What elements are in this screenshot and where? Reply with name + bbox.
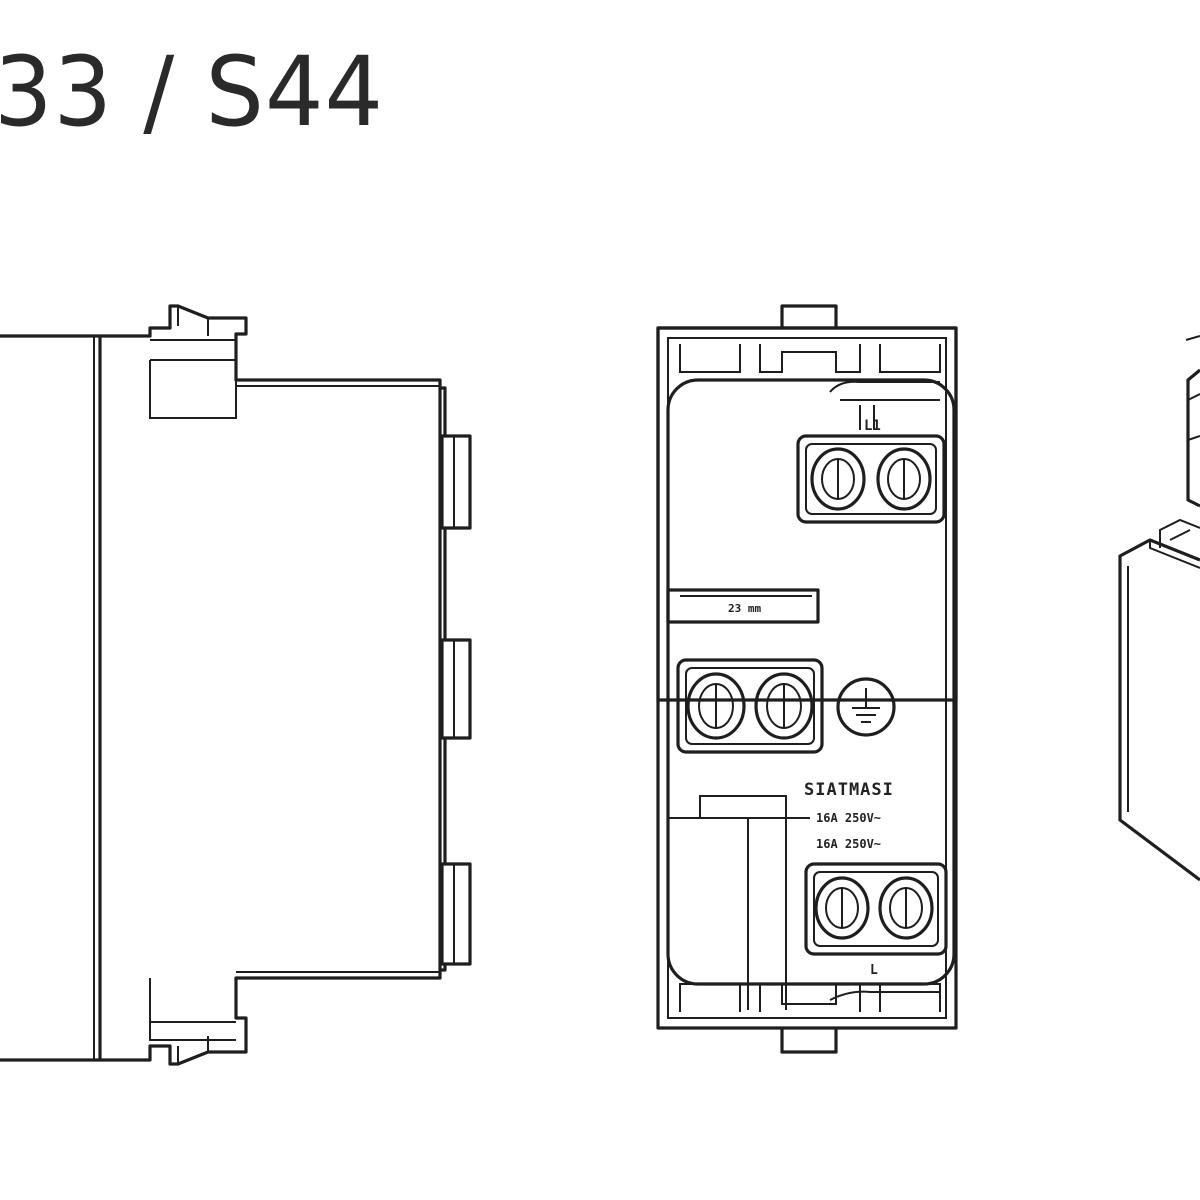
side-terminal-tab [440,638,472,740]
spec-label: SIATMASI [804,780,894,800]
earth-ground-icon [836,677,896,737]
terminal-label-bottom: L [870,963,878,978]
rear-cavity [666,378,956,986]
spec-line: 16A 250V~ [816,837,881,851]
side-view [0,304,472,1066]
side-view-top-flange [100,304,447,1066]
terminal-label-top: L1 [864,418,881,434]
side-terminal-tab [440,434,472,530]
isometric-view [1118,335,1200,882]
terminal-block-middle [676,658,824,754]
rear-top-tab [780,304,838,328]
width-marking-text: 23 mm [728,602,761,615]
terminal-block-top [796,434,946,524]
rear-lower-compartment [668,795,810,1010]
product-code-title: 33 / S44 [0,35,385,149]
rear-view: L1 23 mm [656,304,958,1054]
side-view-body [0,334,102,1062]
side-terminal-tab [440,862,472,966]
terminal-block-bottom [804,862,948,956]
width-marking-strip: 23 mm [666,588,820,624]
iso-body [1118,538,1200,882]
rear-bottom-tab [780,1028,838,1054]
rear-frame [656,326,958,1030]
spec-line: 16A 250V~ [816,811,881,825]
